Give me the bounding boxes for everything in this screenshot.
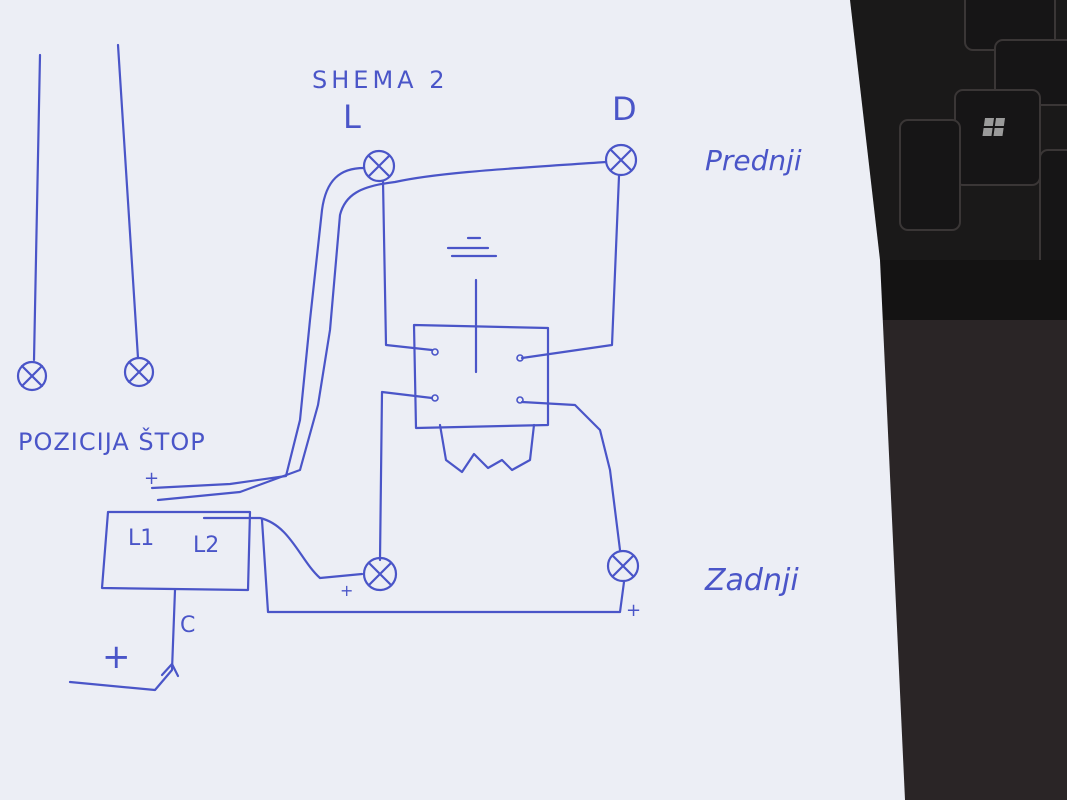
lamp-icon [362,556,398,592]
wire-front-left-to-relay [381,179,434,352]
wire-l2-rear-right [260,518,626,614]
wire-l2-rear-left [202,516,364,580]
label-plus-rear-right: + [626,600,641,621]
relay-box [412,236,550,474]
keyboard-windows-key [954,89,1041,186]
wire-left-2 [116,43,140,360]
label-front: Prednji [705,144,802,177]
wire-front-right [156,160,608,502]
lamp-icon [123,356,155,388]
label-plus-supply: + [102,637,131,677]
lamp-icon [604,143,638,177]
wire-supply [68,588,177,692]
lamp-icon [16,360,48,392]
label-left: L [343,98,361,136]
lamp-icon [606,549,640,583]
wire-relay-rear-right [520,400,622,552]
arrow-icon [160,662,180,678]
paper-sheet [0,0,905,800]
label-position-stop: POZICIJA ŠTOP [18,426,206,456]
label-l2: L2 [193,533,219,558]
lamp-icon [362,149,396,183]
label-rear: Zadnji [704,563,799,598]
label-l1: L1 [128,526,154,551]
wire-relay-rear-left [378,390,434,562]
label-c: C [180,613,195,638]
label-plus-rear-left: + [340,581,353,600]
wire-left-1 [32,53,42,362]
diagram-title: SHEMA 2 [312,66,448,94]
windows-logo-icon [982,118,1005,136]
wire-front-left [150,166,366,490]
control-box [100,510,252,592]
wire-front-right-to-relay [520,174,621,360]
label-plus-top: + [144,468,159,489]
keyboard [850,0,1067,320]
label-right: D [612,90,637,128]
